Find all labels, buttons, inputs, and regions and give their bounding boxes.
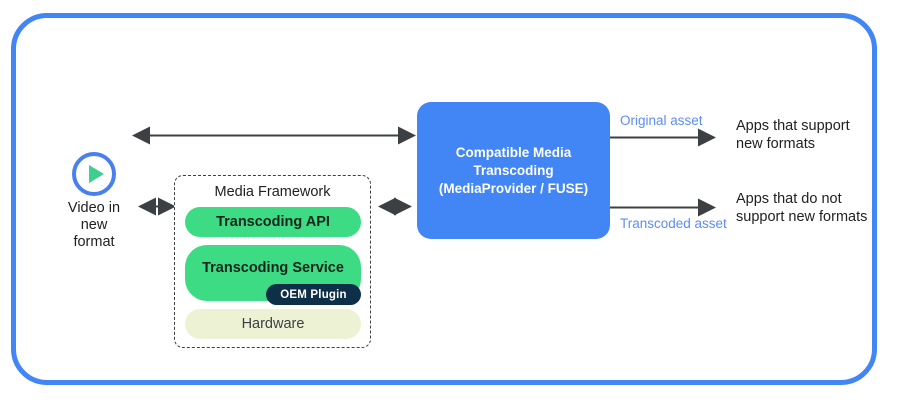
video-label-line2: new <box>80 217 108 233</box>
apps-supporting-line1: Apps that support <box>736 118 850 134</box>
apps-not-supporting-line1: Apps that do not <box>736 191 842 207</box>
video-to-framework-arrow <box>138 197 176 216</box>
apps-not-supporting-label: Apps that do not support new formats <box>736 190 867 226</box>
apps-not-supporting-line2: support new formats <box>736 209 868 225</box>
original-asset-arrow <box>610 128 716 147</box>
layer-transcoding-api[interactable]: Transcoding API <box>185 207 361 237</box>
cmt-title-line1: Compatible Media <box>455 144 572 160</box>
outer-frame-border <box>11 13 877 385</box>
compatible-media-transcoding-box[interactable]: Compatible Media Transcoding (MediaProvi… <box>417 102 610 239</box>
apps-supporting-label: Apps that support new formats <box>736 117 850 153</box>
video-label-line1: Video in <box>67 200 121 216</box>
play-ring <box>72 152 116 196</box>
play-triangle <box>89 165 104 183</box>
video-label-line3: format <box>73 234 115 250</box>
original-asset-label: Original asset <box>620 113 703 128</box>
cmt-title-line3: (MediaProvider / FUSE) <box>438 180 589 196</box>
apps-supporting-line2: new formats <box>736 136 815 152</box>
media-framework-title: Media Framework <box>214 184 331 200</box>
video-to-transcoding-arrow <box>132 126 416 145</box>
transcoded-asset-label: Transcoded asset <box>620 216 727 231</box>
cmt-title-line2: Transcoding <box>473 162 554 178</box>
layer-hardware[interactable]: Hardware <box>185 309 361 339</box>
video-source-label: Video in new format <box>46 200 142 251</box>
transcoded-asset-arrow <box>610 198 716 217</box>
framework-to-center-arrow <box>378 197 412 216</box>
play-circle-icon <box>72 152 116 196</box>
oem-plugin-badge[interactable]: OEM Plugin <box>266 284 361 305</box>
